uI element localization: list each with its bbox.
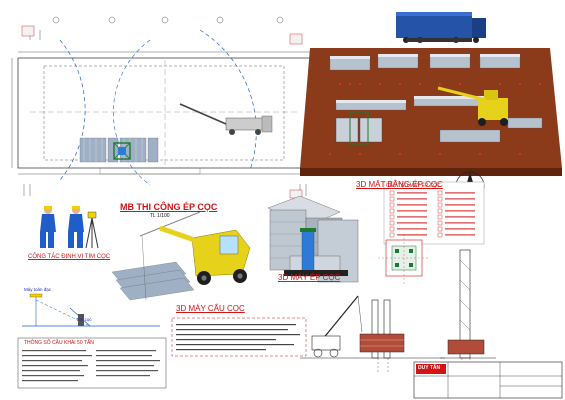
tech-spec-title: THÔNG SỐ CẦU KHÁI 50 TẤN <box>24 340 94 346</box>
legend-line <box>397 204 427 206</box>
legend-line <box>445 228 475 230</box>
tech-spec-panel <box>17 337 167 389</box>
legend-marker <box>389 196 395 202</box>
legend-line <box>397 198 427 200</box>
site-3d <box>300 12 562 176</box>
pile-grid-detail <box>378 234 430 284</box>
surveyors-illustration <box>22 206 160 327</box>
press-machine-title: 3D MÁY ÉP CỌC <box>278 273 341 282</box>
crane-3d <box>111 211 251 301</box>
legend-marker <box>389 190 395 196</box>
legend-line <box>445 204 475 206</box>
crane-title: 3D MÁY CẨU CỌC <box>176 304 245 313</box>
legend-marker <box>389 208 395 214</box>
site-plan <box>11 16 317 199</box>
site-plan-title: MB THI CÔNG ÉP CỌC <box>120 202 218 212</box>
legend-marker <box>389 226 395 232</box>
legend-marker <box>389 214 395 220</box>
legend-marker <box>437 202 443 208</box>
legend-marker <box>389 232 395 238</box>
legend-marker <box>437 196 443 202</box>
legend-line <box>445 234 475 236</box>
title-block <box>413 361 563 399</box>
site-plan-scale: TL 1/100 <box>150 213 170 219</box>
legend-marker <box>389 220 395 226</box>
legend-line <box>445 216 475 218</box>
legend-marker <box>437 214 443 220</box>
legend-title: CẤU TẠO MÁY ÉP CỌC <box>386 183 441 189</box>
legend-line <box>445 198 475 200</box>
notes-panel <box>171 317 307 357</box>
legend-line <box>397 192 427 194</box>
legend-line <box>397 216 427 218</box>
legend-line <box>445 210 475 212</box>
legend-line <box>397 234 427 236</box>
legend-marker <box>437 208 443 214</box>
legend-marker <box>389 202 395 208</box>
logo-text: DUY TÂN <box>418 365 441 371</box>
legend-line <box>397 222 427 224</box>
pile-driving-elevation <box>300 249 496 372</box>
legend-line <box>445 192 475 194</box>
legend-marker <box>437 226 443 232</box>
legend-panel <box>383 181 485 245</box>
machine-label: Máy toàn đạc <box>24 287 52 292</box>
legend-marker <box>437 190 443 196</box>
legend-marker <box>437 220 443 226</box>
legend-line <box>397 228 427 230</box>
legend-marker <box>437 232 443 238</box>
pile-plan-title: 3D MẶT BẰNG ÉP CỌC <box>356 180 443 189</box>
pile-label: Tim cọc <box>76 317 92 322</box>
survey-title: CÔNG TÁC ĐỊNH VỊ TIM CỌC <box>28 254 111 260</box>
legend-line <box>445 222 475 224</box>
legend-line <box>397 210 427 212</box>
press-machine-3d <box>267 195 359 283</box>
